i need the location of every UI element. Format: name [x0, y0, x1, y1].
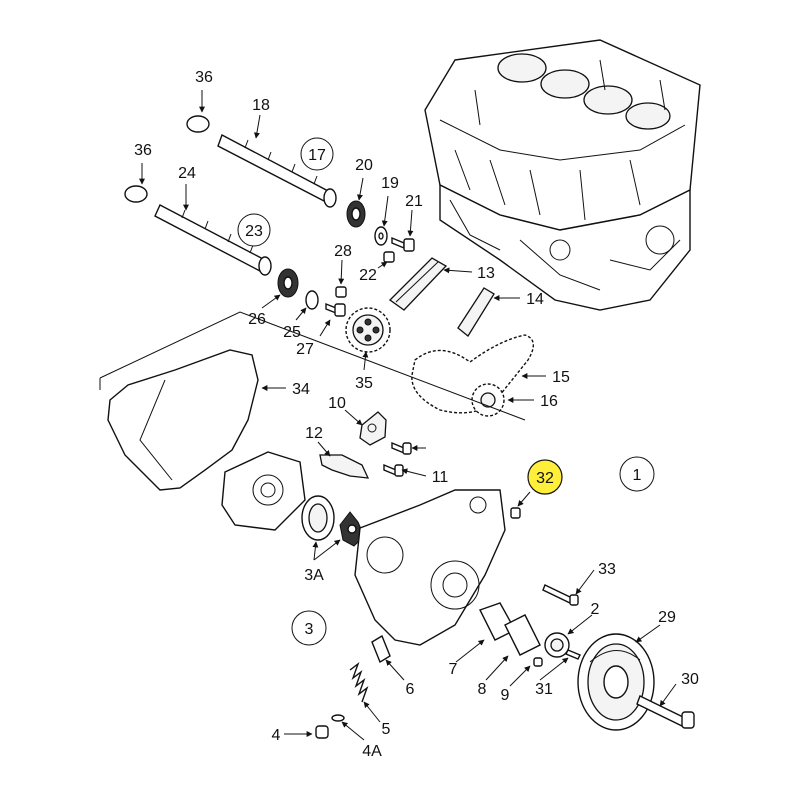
bolt-22: [383, 251, 395, 263]
callout-14: 14: [526, 291, 544, 308]
plug-6: [371, 634, 391, 664]
callout-10: 10: [328, 395, 346, 412]
group-label-23: 23: [237, 213, 271, 247]
spring-5: [349, 662, 369, 703]
group-label-1: 1: [619, 456, 655, 492]
callout-6: 6: [406, 681, 415, 698]
washer-25: [305, 290, 319, 310]
washer-4a: [331, 714, 345, 722]
frame-lines: [99, 311, 526, 421]
bolt-28: [335, 286, 347, 298]
timing-cover: [354, 489, 506, 646]
svg-text:23: 23: [245, 223, 263, 240]
callout-15: 15: [552, 369, 570, 386]
callout-25: 25: [283, 324, 301, 341]
group-label-17: 17: [300, 137, 334, 171]
callout-36b: 36: [134, 142, 152, 159]
bolt-21: [391, 236, 415, 252]
callout-11: 11: [432, 469, 449, 486]
callout-27: 27: [296, 341, 314, 358]
engine-block: [424, 39, 701, 311]
bolt-11b: [383, 463, 404, 477]
camshaft-intake: [124, 185, 272, 276]
oil-pump-housing: [221, 451, 306, 531]
leader-lines: [139, 90, 677, 741]
callout-22: 22: [359, 267, 377, 284]
tensioner-rail-12: [319, 454, 370, 479]
callout-30: 30: [681, 671, 699, 688]
callout-31: 31: [535, 681, 553, 698]
callout-9: 9: [501, 687, 510, 704]
callout-12: 12: [305, 425, 323, 442]
callout-36a: 36: [195, 69, 213, 86]
chain-guide-13: [388, 257, 448, 311]
washer-19: [374, 226, 388, 246]
callout-8: 8: [478, 681, 487, 698]
callout-13: 13: [477, 265, 495, 282]
oil-pump-rotor-3a: [301, 495, 335, 541]
plug-9: [533, 657, 543, 667]
callout-26: 26: [248, 311, 266, 328]
callout-21: 21: [405, 193, 423, 210]
callout-16: 16: [540, 393, 558, 410]
gasket-34: [107, 349, 259, 491]
bolt-27: [325, 302, 346, 317]
callout-28: 28: [334, 243, 352, 260]
cam-sprocket-26: [277, 268, 299, 298]
callout-20: 20: [355, 157, 373, 174]
svg-text:1: 1: [633, 467, 642, 484]
camshaft-exhaust: [186, 115, 337, 208]
piston-4: [315, 725, 329, 739]
chain-guide-14: [457, 287, 495, 337]
seal-2: [544, 632, 570, 658]
callout-18: 18: [252, 97, 270, 114]
callout-24: 24: [178, 165, 196, 182]
callout-33: 33: [598, 561, 616, 578]
callout-34: 34: [292, 381, 310, 398]
cam-sprocket-20: [346, 200, 366, 228]
callout-labels: 36 18 36 24 20 19 21 28 22 13 14 26 25 2…: [134, 69, 699, 760]
callout-4A: 4A: [362, 743, 382, 760]
svg-text:3: 3: [305, 621, 314, 638]
chain-tensioner-10: [359, 411, 387, 446]
callout-2: 2: [591, 601, 600, 618]
bolt-33: [542, 584, 579, 606]
bolt-11a: [391, 441, 412, 455]
callout-3A: 3A: [304, 567, 324, 584]
timing-chain-15: [411, 334, 534, 417]
svg-text:17: 17: [308, 147, 326, 164]
callout-35: 35: [355, 375, 373, 392]
callout-5: 5: [382, 721, 391, 738]
pulley-bolt-30: [636, 695, 695, 729]
oil-pump-gear: [339, 511, 365, 547]
group-label-3: 3: [291, 610, 327, 646]
svg-text:32: 32: [536, 470, 554, 487]
key-31: [565, 649, 581, 660]
sprocket-35: [345, 307, 391, 353]
callout-19: 19: [381, 175, 399, 192]
crank-pulley-29: [577, 633, 655, 731]
callout-29: 29: [658, 609, 676, 626]
callout-7: 7: [449, 661, 458, 678]
bolt-32: [510, 507, 521, 519]
highlight-callout-32[interactable]: 32: [527, 459, 563, 495]
gasket-8: [504, 614, 541, 656]
callout-4: 4: [272, 727, 281, 744]
